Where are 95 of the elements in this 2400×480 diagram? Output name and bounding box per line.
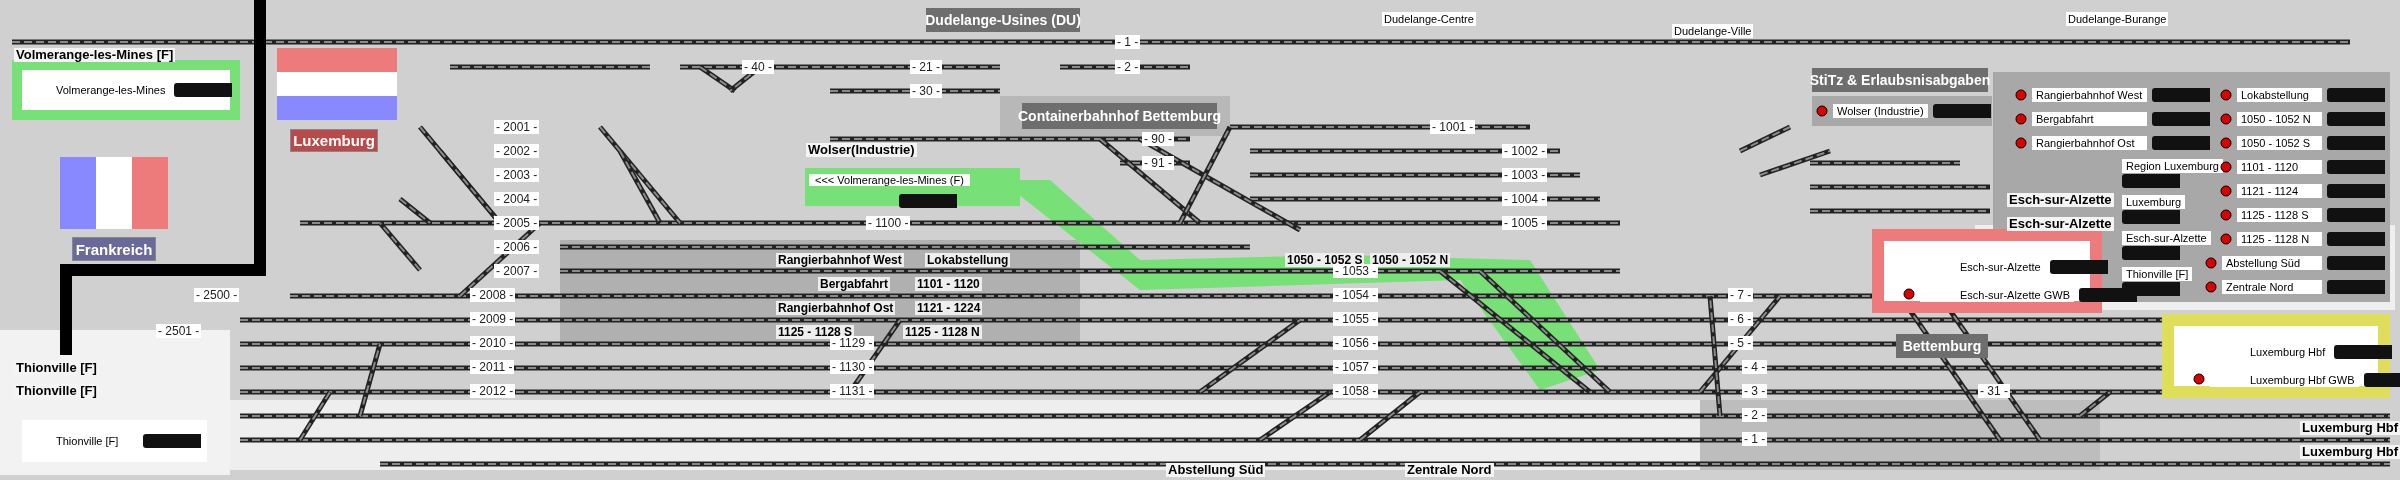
station-name: Dudelange-Ville — [1672, 24, 1754, 38]
track-number: - 2004 - — [494, 192, 540, 206]
area-label: Lokabstellung — [925, 253, 1011, 267]
track-number: - 21 - — [910, 60, 942, 74]
panel-text: 1050 - 1052 S — [2237, 136, 2322, 150]
track-number: - 3 - — [1742, 384, 1768, 398]
track-number: - 1001 - — [1430, 120, 1476, 134]
track-number: - 1056 - — [1333, 336, 1379, 350]
area-label: 1125 - 1128 N — [903, 325, 982, 339]
panel-text: Luxemburg Hbf GWB — [2210, 373, 2359, 387]
track-number: - 31 - — [1978, 384, 2010, 398]
panel-text: Abstellung Süd — [2222, 256, 2322, 270]
station-name: Esch-sur-Alzette — [2007, 193, 2114, 207]
track-number: - 2500 - — [194, 288, 240, 302]
track-number: - 2 - — [1742, 408, 1768, 422]
track-number: - 6 - — [1728, 312, 1754, 326]
panel-text: Bettemburg — [1902, 338, 1982, 354]
track-number: - 1055 - — [1333, 312, 1379, 326]
station-name: Wolser(Industrie) — [806, 143, 917, 157]
track-number: - 91 - — [1142, 156, 1174, 170]
track-number: - 1131 - — [830, 384, 875, 398]
track-number: - 1004 - — [1502, 192, 1548, 206]
track-number: - 1100 - — [866, 216, 911, 230]
panel-text: <<< Volmerange-les-Mines (F) — [809, 174, 970, 186]
track-number: - 2005 - — [494, 216, 540, 230]
panel-text: 1125 - 1128 S — [2237, 208, 2322, 222]
track-number: - 2003 - — [494, 168, 540, 182]
station-name: Dudelange-Burange — [2066, 12, 2169, 26]
station-panel — [12, 60, 240, 120]
station-name: Thionville [F] — [14, 384, 99, 398]
panel-text: 1101 - 1120 — [2237, 160, 2322, 174]
area-label: 1050 - 1052 N — [1370, 253, 1451, 267]
track-number: - 2007 - — [494, 264, 540, 278]
panel-text: Wolser (Industrie) — [1833, 104, 1928, 118]
track-number: - 1 - — [1742, 432, 1768, 446]
track-number: - 30 - — [910, 84, 942, 98]
station-name: Luxemburg Hbf — [2300, 445, 2400, 459]
track-number: - 1058 - — [1333, 384, 1379, 398]
track-number: - 1054 - — [1333, 288, 1379, 302]
station-name: Esch-sur-Alzette — [2007, 217, 2114, 231]
panel-text: Rangierbahnhof Ost — [2032, 136, 2147, 150]
panel-text: Esch-sur-Alzette GWB — [1920, 288, 2075, 302]
panel-text: Luxemburg — [2122, 195, 2186, 209]
track-number: - 2001 - — [494, 120, 540, 134]
panel-text: Frankreich — [75, 240, 153, 258]
panel-text: Rangierbahnhof West — [2032, 88, 2147, 102]
area-label: 1050 - 1052 S — [1285, 253, 1365, 267]
panel-text: Bergabfahrt — [2032, 112, 2147, 126]
track-number: - 2008 - — [470, 288, 516, 302]
track-number: - 5 - — [1728, 336, 1754, 350]
station-name: Abstellung Süd — [1166, 463, 1266, 477]
panel-text: 1125 - 1128 N — [2237, 232, 2322, 246]
track-number: - 2 - — [1115, 60, 1141, 74]
station-name: Volmerange-les-Mines [F] — [14, 48, 176, 62]
area-label: Bergabfahrt — [818, 277, 890, 291]
track-number: - 1002 - — [1502, 144, 1548, 158]
track-number: - 90 - — [1142, 132, 1174, 146]
track-number: - 1057 - — [1333, 360, 1379, 374]
track-number: - 1053 - — [1333, 264, 1379, 278]
track-number: - 1 - — [1115, 35, 1141, 49]
station-name: Luxemburg Hbf — [2300, 421, 2400, 435]
track-number: - 2006 - — [494, 240, 540, 254]
panel-text: Esch-sur-Alzette — [2122, 231, 2211, 245]
area-label: 1121 - 1224 — [915, 301, 983, 315]
track-number: - 2009 - — [470, 312, 516, 326]
panel-text: Zentrale Nord — [2222, 280, 2322, 294]
area-heading — [1896, 334, 1988, 358]
track-number: - 1129 - — [830, 336, 875, 350]
area-label: Rangierbahnhof West — [776, 253, 904, 267]
track-number: - 1130 - — [830, 360, 875, 374]
station-name: Thionville [F] — [14, 361, 99, 375]
track-number: - 1003 - — [1502, 168, 1548, 182]
area-label: Rangierbahnhof Ost — [776, 301, 896, 315]
panel-row — [1812, 96, 1992, 126]
panel-text: Thionville [F] — [2122, 267, 2193, 281]
panel-text: Containerbahnhof Bettemburg — [1018, 108, 1221, 124]
track-number: - 1005 - — [1502, 216, 1548, 230]
track-number: - 40 - — [742, 60, 774, 74]
panel-text: Luxemburg — [293, 132, 375, 149]
area-label: 1101 - 1120 — [915, 277, 982, 291]
panel-text: 1121 - 1124 — [2237, 184, 2322, 198]
track-number: - 7 - — [1728, 288, 1754, 302]
track-number: - 2010 - — [470, 336, 516, 350]
panel-text: 1050 - 1052 N — [2237, 112, 2322, 126]
route-area — [805, 168, 1020, 206]
panel-text: Lokabstellung — [2237, 88, 2322, 102]
track-number: - 2012 - — [470, 384, 516, 398]
station-name: Zentrale Nord — [1405, 463, 1494, 477]
track-number: - 2002 - — [494, 144, 540, 158]
track-number: - 2501 - — [156, 324, 202, 338]
station-name: Dudelange-Centre — [1382, 12, 1476, 26]
track-number: - 4 - — [1742, 360, 1768, 374]
panel-text: Region Luxemburg — [2122, 159, 2223, 173]
area-label: 1125 - 1128 S — [776, 325, 855, 339]
track-number: - 2011 - — [470, 360, 515, 374]
